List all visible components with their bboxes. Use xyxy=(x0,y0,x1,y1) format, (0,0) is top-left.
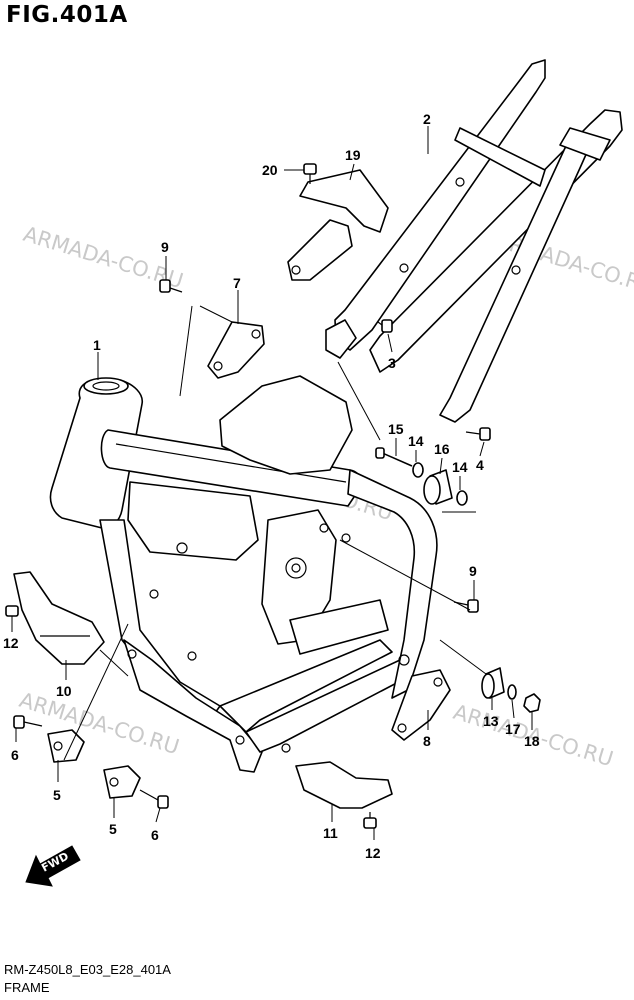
callout-12-left: 12 xyxy=(3,635,19,651)
bolt-6-left xyxy=(13,715,43,729)
callout-6-left: 6 xyxy=(11,747,19,763)
callout-6-right: 6 xyxy=(151,827,159,843)
bolt-6-right xyxy=(139,789,169,809)
bolt-9-lower xyxy=(453,599,479,613)
callout-2: 2 xyxy=(423,111,431,127)
bolt-3 xyxy=(377,319,393,333)
callout-17: 17 xyxy=(505,721,521,737)
callout-15: 15 xyxy=(388,421,404,437)
callout-9-upper: 9 xyxy=(161,239,169,255)
washer-14-right xyxy=(456,490,468,506)
callout-labels: 1 2 3 4 5 5 6 6 7 8 9 9 10 11 12 12 13 1… xyxy=(3,111,540,861)
main-frame xyxy=(49,375,438,773)
nut-18 xyxy=(523,693,541,713)
callout-7: 7 xyxy=(233,275,241,291)
bracket-8 xyxy=(391,669,451,741)
callout-4: 4 xyxy=(476,457,484,473)
rear-subframe xyxy=(325,59,623,423)
guard-11 xyxy=(295,761,393,809)
callout-13: 13 xyxy=(483,713,499,729)
figure-name: FRAME xyxy=(4,980,50,995)
callout-10: 10 xyxy=(56,683,72,699)
bolt-20 xyxy=(303,163,317,184)
callout-8: 8 xyxy=(423,733,431,749)
washer-14-left xyxy=(412,462,424,478)
collar-13 xyxy=(481,667,505,699)
callout-18: 18 xyxy=(524,733,540,749)
callout-19: 19 xyxy=(345,147,361,163)
clamp-5-right xyxy=(103,765,141,799)
bracket-7 xyxy=(207,321,265,379)
guard-10 xyxy=(13,571,105,665)
leader-lines xyxy=(11,126,533,840)
bushing-16 xyxy=(423,469,453,505)
callout-5-left: 5 xyxy=(53,787,61,803)
fwd-arrow-icon: FWD xyxy=(25,845,81,887)
bolt-12-left xyxy=(5,605,19,617)
callout-14-left: 14 xyxy=(408,433,424,449)
washer-17 xyxy=(507,684,517,700)
callout-16: 16 xyxy=(434,441,450,457)
callout-11: 11 xyxy=(323,825,338,841)
bolt-12-right xyxy=(363,812,377,829)
callout-1: 1 xyxy=(93,337,101,353)
callout-20: 20 xyxy=(262,162,278,178)
figure-title: FIG.401A xyxy=(6,2,128,28)
bracket-19 xyxy=(287,169,389,281)
bolt-9-upper xyxy=(159,279,183,293)
callout-5-right: 5 xyxy=(109,821,117,837)
bolt-4 xyxy=(465,427,491,441)
bolt-15 xyxy=(375,447,413,467)
callout-3: 3 xyxy=(388,355,396,371)
callout-12-right: 12 xyxy=(365,845,381,861)
clamp-5-left xyxy=(47,729,85,763)
figure-code: RM-Z450L8_E03_E28_401A xyxy=(4,962,171,977)
callout-14-right: 14 xyxy=(452,459,468,475)
callout-9-lower: 9 xyxy=(469,563,477,579)
